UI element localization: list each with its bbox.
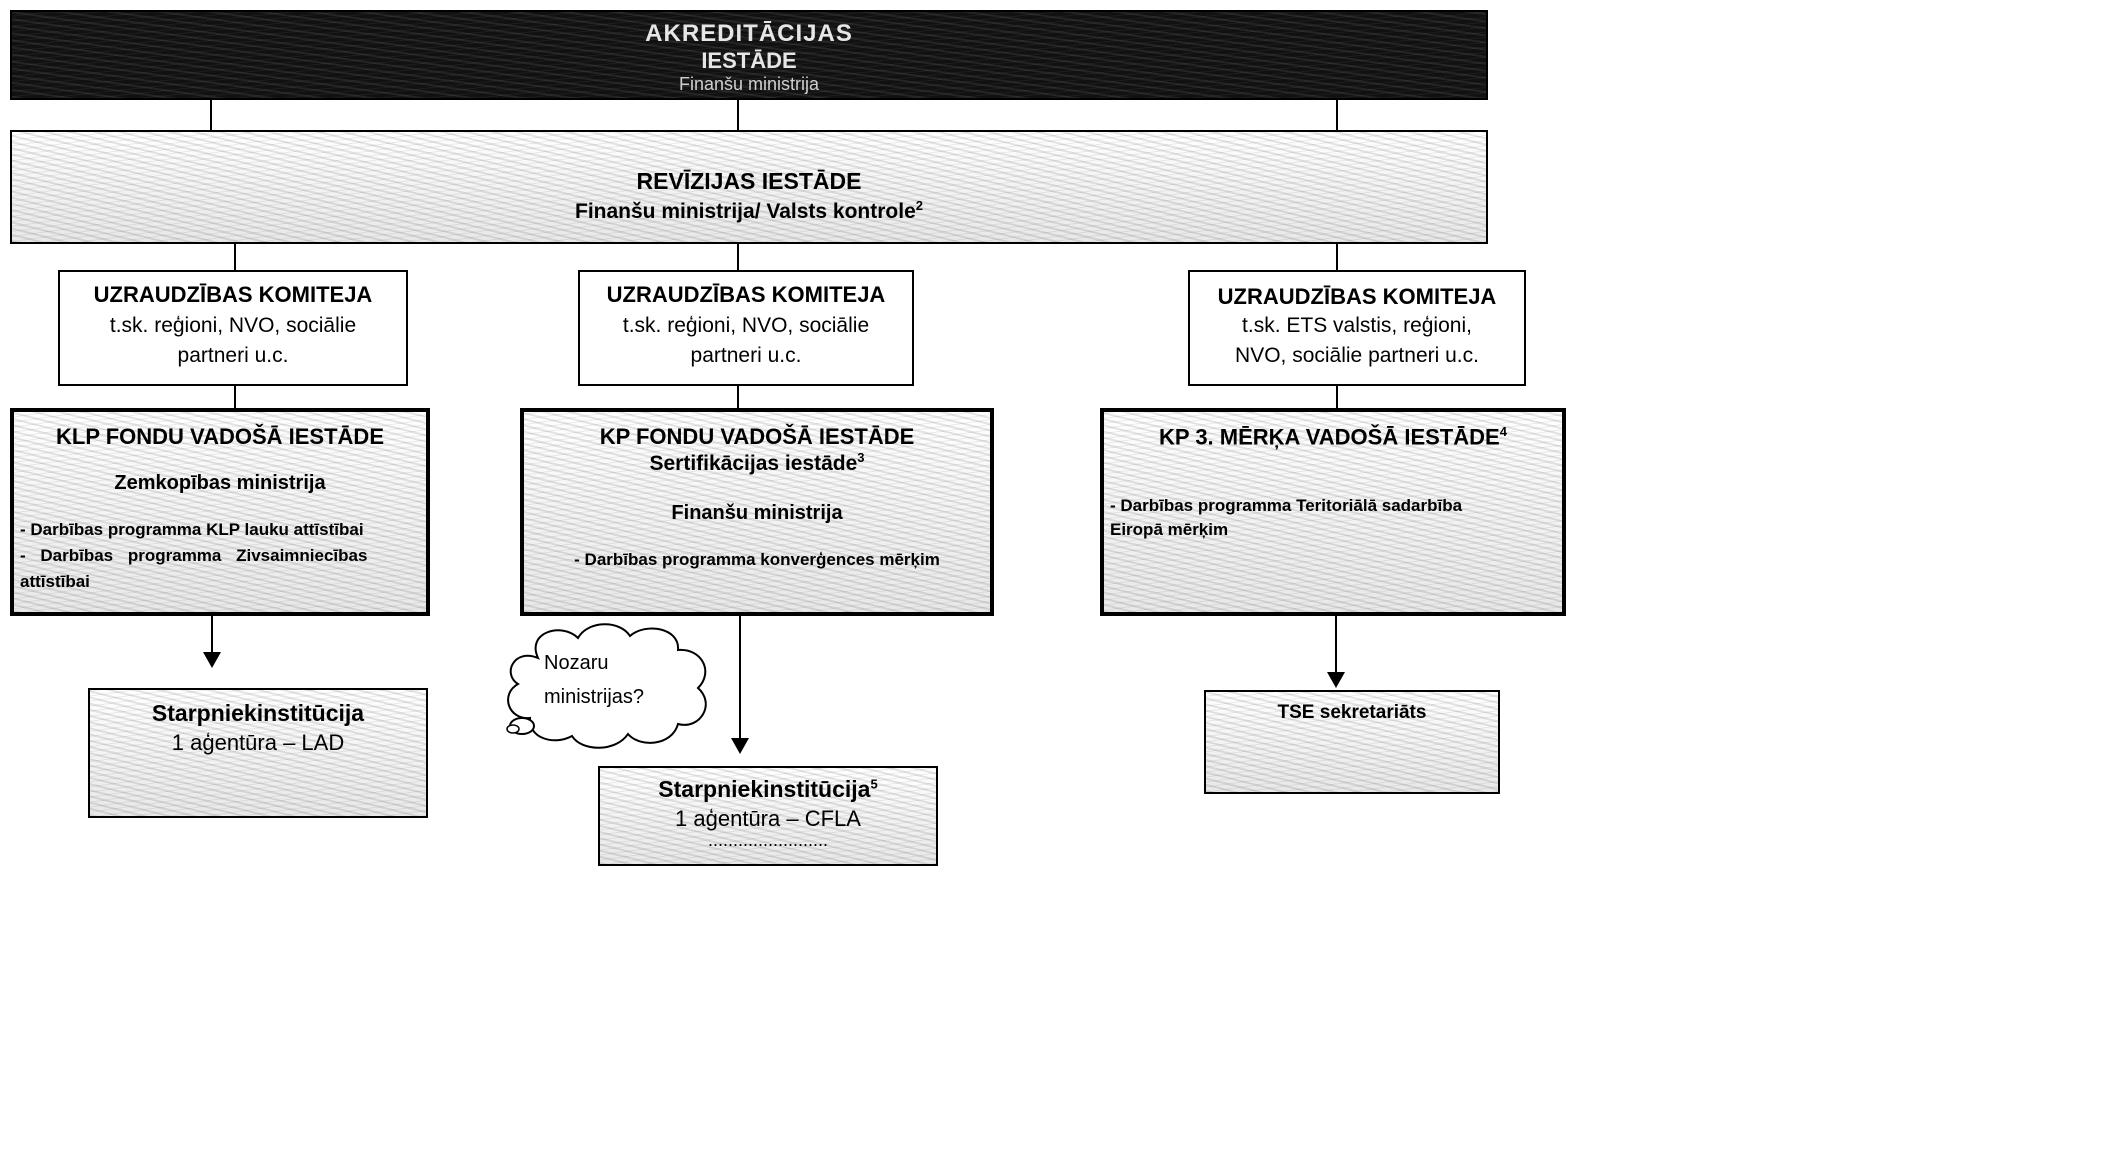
arrow-line: [739, 616, 741, 740]
accreditation-title-line3: Finanšu ministrija: [678, 74, 820, 94]
connector-line: [1336, 386, 1338, 410]
managing-title: KLP FONDU VADOŠĀ IESTĀDE: [56, 424, 384, 449]
audit-authority-box: REVĪZIJAS IESTĀDE Finanšu ministrija/ Va…: [10, 130, 1488, 244]
connector-line: [210, 100, 212, 130]
connector-line: [1336, 244, 1338, 270]
accreditation-title-line1: AKREDITĀCIJAS: [645, 20, 853, 47]
arrow-head: [203, 652, 221, 668]
connector-line: [737, 244, 739, 270]
managing-footnote-mark: 4: [1499, 424, 1507, 439]
committee-line2: NVO, sociālie partneri u.c.: [1235, 344, 1479, 367]
intermediate-title: TSE sekretariāts: [1277, 702, 1427, 723]
connector-line: [1336, 100, 1338, 130]
committee-line1: t.sk. ETS valstis, reģioni,: [1242, 314, 1472, 337]
committee-line2: partneri u.c.: [177, 344, 289, 367]
intermediate-line1: 1 aģentūra – CFLA: [675, 806, 861, 831]
committee-line1: t.sk. reģioni, NVO, sociālie: [622, 314, 870, 337]
arrow-line: [211, 616, 213, 654]
arrow-line: [1335, 616, 1337, 674]
connector-line: [234, 244, 236, 270]
intermediate-title-row: Starpniekinstitūcija5: [600, 776, 936, 803]
arrow-head: [731, 738, 749, 754]
arrow-head: [1327, 672, 1345, 688]
intermediate-footnote-mark: 5: [870, 776, 878, 792]
intermediate-line1: 1 aģentūra – LAD: [171, 730, 345, 755]
intermediate-dots: ........................: [707, 830, 829, 850]
tse-secretariat: TSE sekretariāts: [1204, 690, 1500, 794]
accreditation-title-line2: IESTĀDE: [701, 48, 797, 73]
committee-title: UZRAUDZĪBAS KOMITEJA: [606, 282, 886, 307]
committee-title: UZRAUDZĪBAS KOMITEJA: [1217, 284, 1497, 309]
committee-title: UZRAUDZĪBAS KOMITEJA: [93, 282, 373, 307]
managing-title-row: KP 3. MĒRĶA VADOŠĀ IESTĀDE4: [1104, 424, 1562, 450]
managing-subtitle: Sertifikācijas iestāde: [649, 452, 858, 475]
thought-cloud: [506, 623, 707, 749]
audit-subtitle-row: Finanšu ministrija/ Valsts kontrole2: [12, 198, 1486, 224]
connector-line: [737, 386, 739, 410]
managing-program-2: - Darbības programma Zivsaimniecības: [20, 546, 368, 565]
managing-ministry: Finanšu ministrija: [671, 502, 843, 524]
accreditation-authority-box: AKREDITĀCIJAS IESTĀDE Finanšu ministrija: [10, 10, 1488, 100]
monitoring-committee-2: UZRAUDZĪBAS KOMITEJA t.sk. reģioni, NVO,…: [578, 270, 914, 386]
intermediate-title: Starpniekinstitūcija: [151, 700, 365, 726]
managing-subtitle-row: Sertifikācijas iestāde3: [524, 450, 990, 476]
intermediate-body-lad: Starpniekinstitūcija 1 aģentūra – LAD: [88, 688, 428, 818]
managing-authority-target3: KP 3. MĒRĶA VADOŠĀ IESTĀDE4 - Darbības p…: [1100, 408, 1566, 616]
monitoring-committee-3: UZRAUDZĪBAS KOMITEJA t.sk. ETS valstis, …: [1188, 270, 1526, 386]
intermediate-title: Starpniekinstitūcija: [658, 776, 871, 802]
connector-line: [737, 100, 739, 130]
cloud-text-line2: ministrijas?: [544, 686, 645, 708]
managing-ministry: Zemkopības ministrija: [114, 472, 326, 494]
managing-title: KP 3. MĒRĶA VADOŠĀ IESTĀDE: [1159, 424, 1500, 450]
connector-line: [234, 386, 236, 410]
managing-footnote-mark: 3: [857, 450, 865, 465]
managing-program-1: - Darbības programma konverģences mērķim: [574, 550, 940, 569]
managing-authority-kp: KP FONDU VADOŠĀ IESTĀDE Sertifikācijas i…: [520, 408, 994, 616]
committee-line1: t.sk. reģioni, NVO, sociālie: [109, 314, 357, 337]
managing-program-1-cont: Eiropā mērķim: [1110, 520, 1229, 539]
managing-program-1: - Darbības programma KLP lauku attīstība…: [20, 520, 364, 539]
cloud-text-line1: Nozaru: [544, 652, 609, 674]
audit-footnote-mark: 2: [915, 198, 923, 213]
managing-title: KP FONDU VADOŠĀ IESTĀDE: [599, 424, 915, 449]
audit-title: REVĪZIJAS IESTĀDE: [636, 168, 862, 194]
monitoring-committee-1: UZRAUDZĪBAS KOMITEJA t.sk. reģioni, NVO,…: [58, 270, 408, 386]
intermediate-body-cfla: Starpniekinstitūcija5 1 aģentūra – CFLA …: [598, 766, 938, 866]
committee-line2: partneri u.c.: [690, 344, 802, 367]
audit-subtitle: Finanšu ministrija/ Valsts kontrole: [575, 200, 916, 223]
managing-program-2-cont: attīstībai: [20, 572, 90, 591]
managing-program-1: - Darbības programma Teritoriālā sadarbī…: [1110, 496, 1463, 515]
managing-authority-klp: KLP FONDU VADOŠĀ IESTĀDE Zemkopības mini…: [10, 408, 430, 616]
